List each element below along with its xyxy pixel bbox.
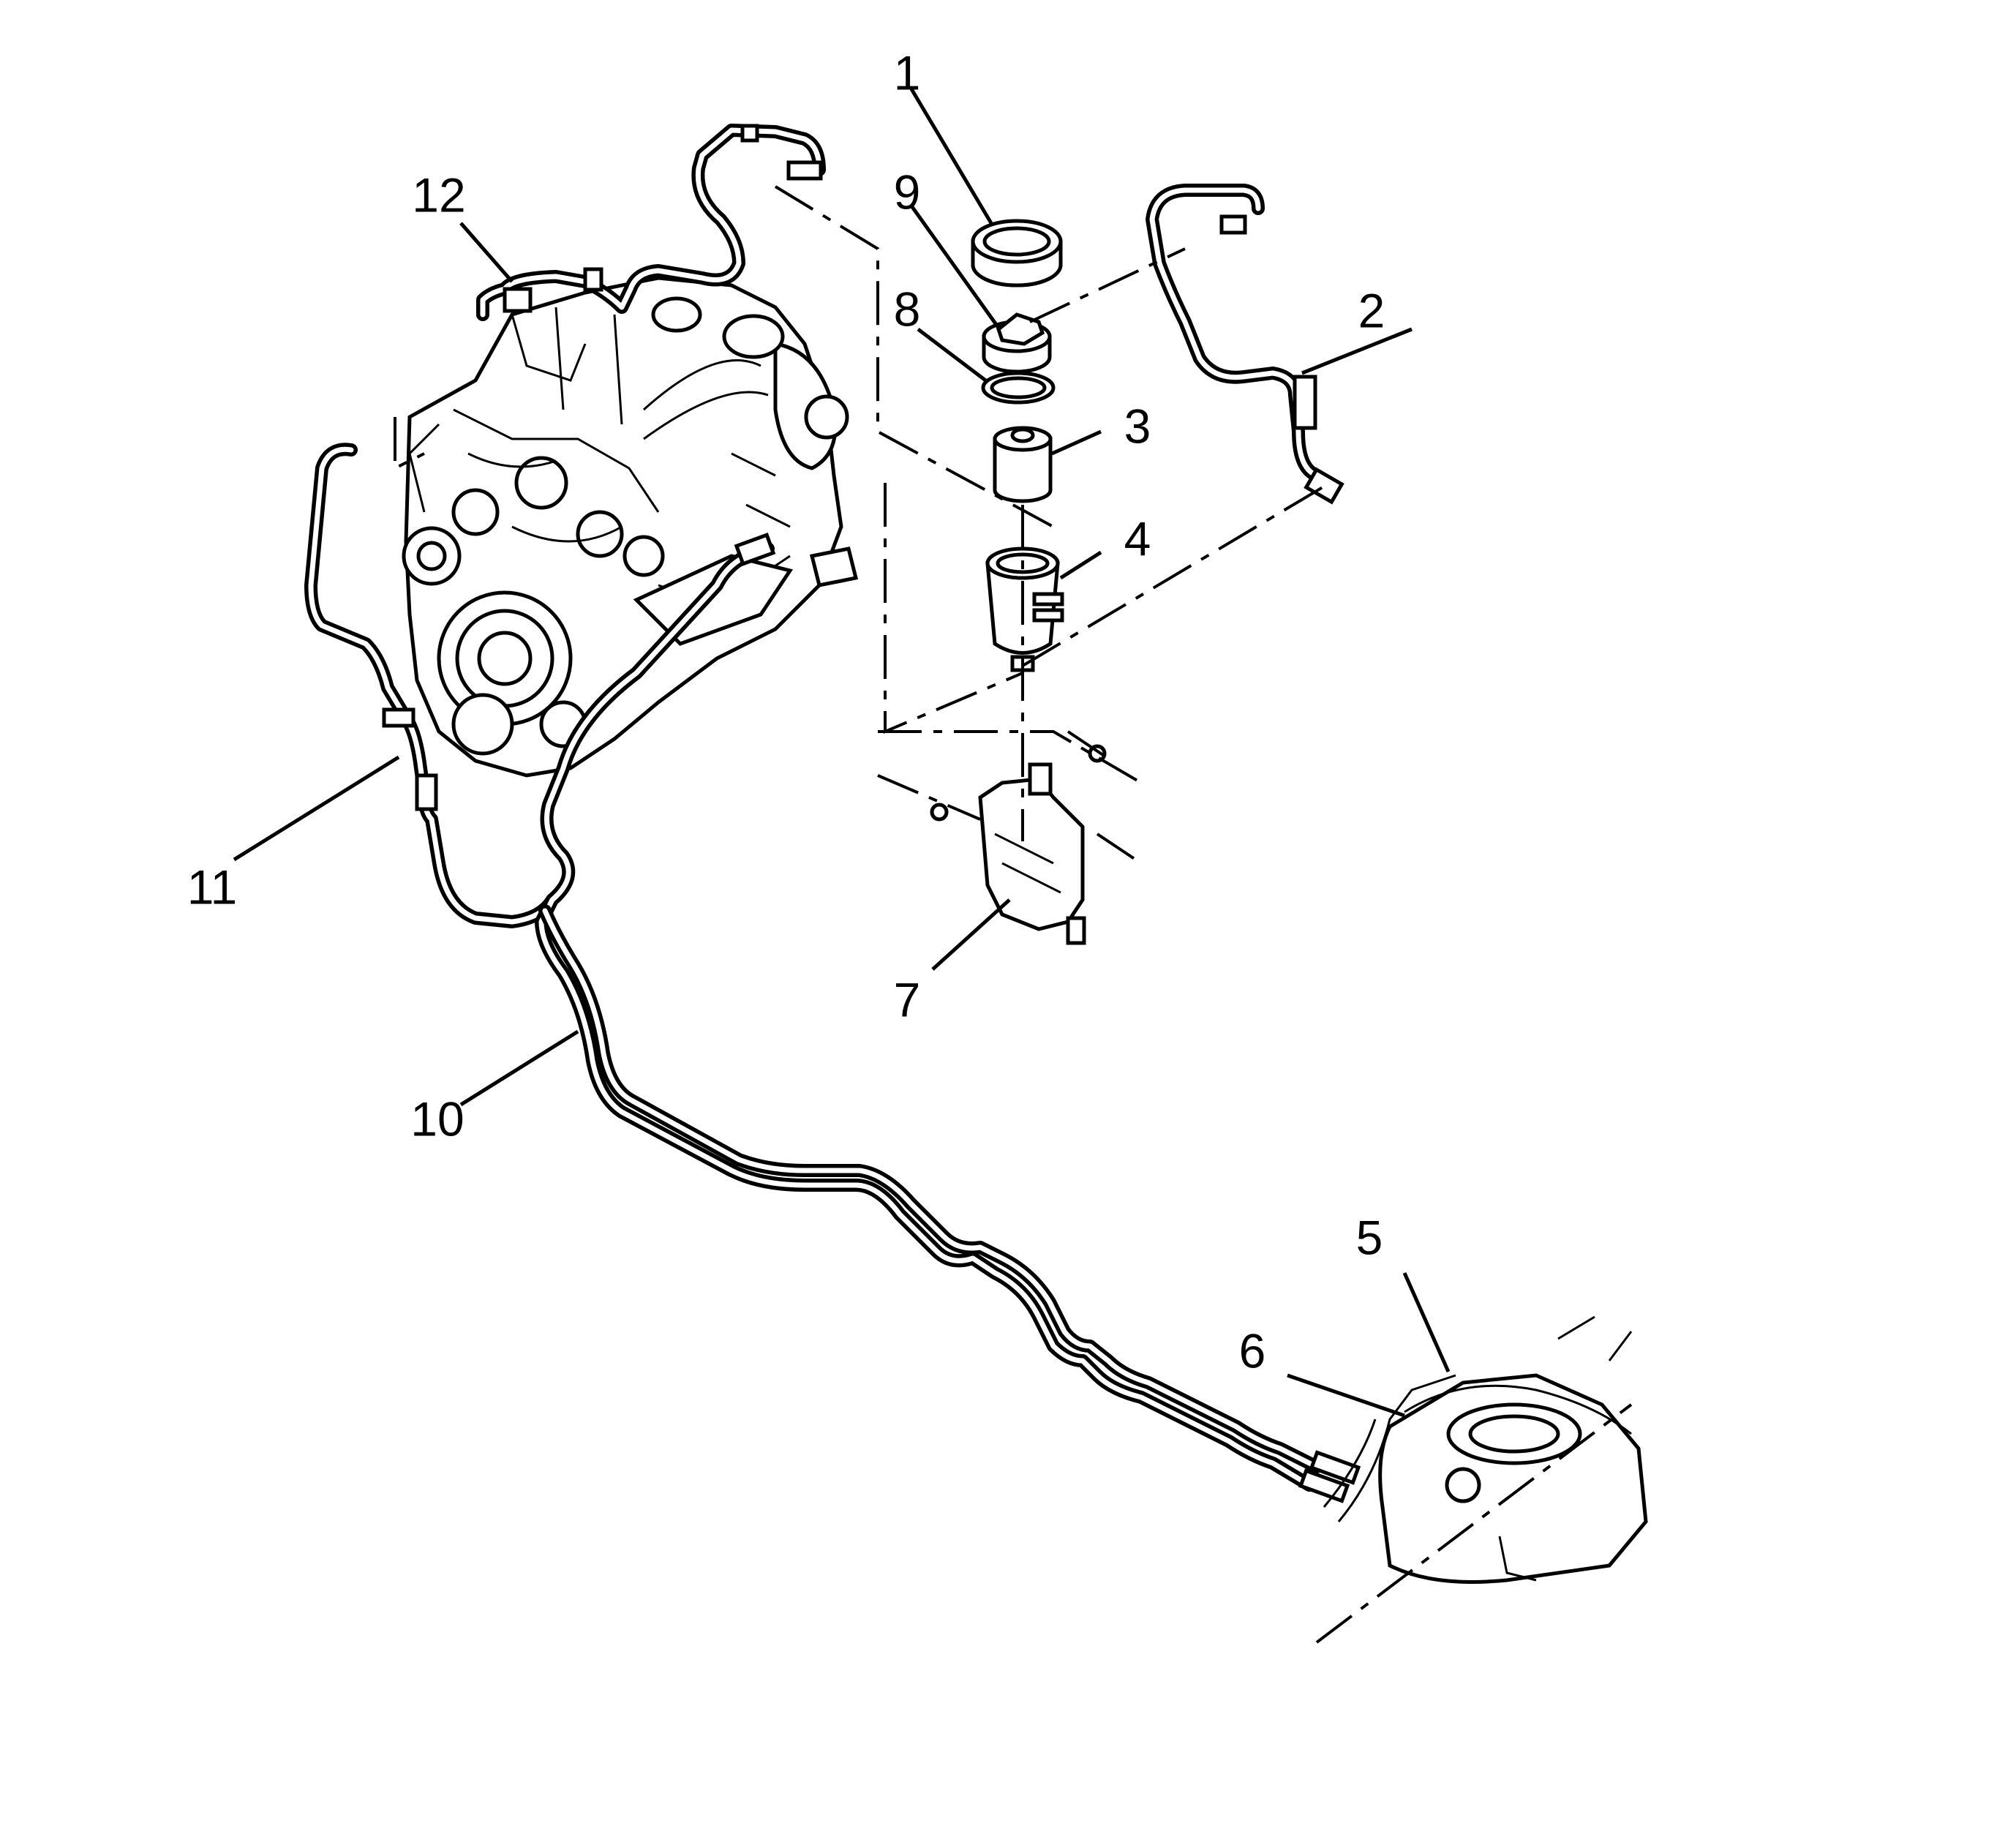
- filter-housing: [985, 546, 1064, 672]
- fuel-line-12: [476, 124, 826, 321]
- leader-lines: [233, 86, 1451, 1418]
- callout-5: 5: [1356, 1210, 1383, 1264]
- callout-11: 11: [187, 860, 238, 914]
- callout-8: 8: [894, 282, 921, 336]
- callout-1: 1: [894, 45, 921, 99]
- engine-assembly: [402, 276, 859, 778]
- callout-6: 6: [1239, 1323, 1266, 1378]
- filter-bracket: [930, 744, 1107, 945]
- fuel-line-11: [304, 443, 559, 928]
- callout-12: 12: [412, 168, 465, 222]
- filter-element: [993, 426, 1053, 503]
- fuel-line-2: [1146, 184, 1344, 505]
- callout-7: 7: [894, 972, 921, 1026]
- alignment-lines: [394, 185, 1633, 1644]
- callout-3: 3: [1124, 399, 1151, 453]
- callout-2: 2: [1358, 283, 1385, 337]
- callout-labels: 1 2 3 4 5 6 7 8 9 10 11 12: [187, 45, 1385, 1378]
- filter-seal: [981, 371, 1056, 405]
- callout-10: 10: [410, 1092, 464, 1146]
- filter-lock-ring: [971, 219, 1063, 288]
- callout-4: 4: [1124, 511, 1151, 566]
- callout-9: 9: [894, 165, 921, 219]
- fuel-tank: [1323, 1315, 1648, 1584]
